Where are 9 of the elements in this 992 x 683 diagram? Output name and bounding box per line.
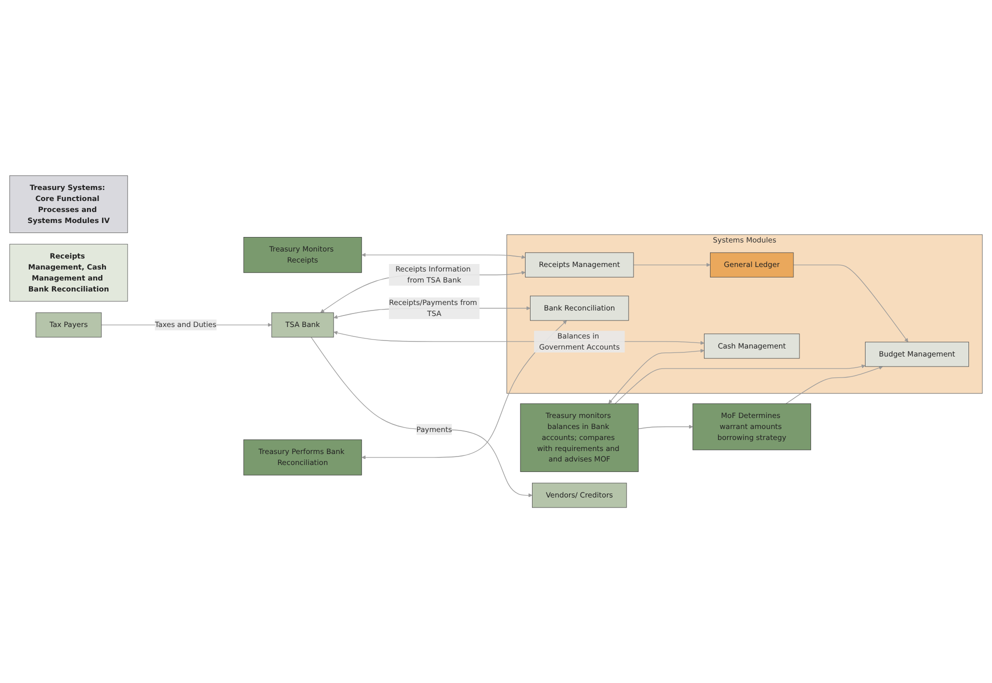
- arrow: [793, 264, 908, 342]
- arrow: [608, 348, 704, 404]
- arrow: [614, 364, 866, 404]
- arrow: [638, 424, 694, 430]
- arrow: [786, 366, 883, 404]
- arrow: [362, 320, 567, 460]
- arrow: [310, 336, 532, 498]
- arrow: [362, 252, 526, 259]
- arrow: [633, 262, 710, 267]
